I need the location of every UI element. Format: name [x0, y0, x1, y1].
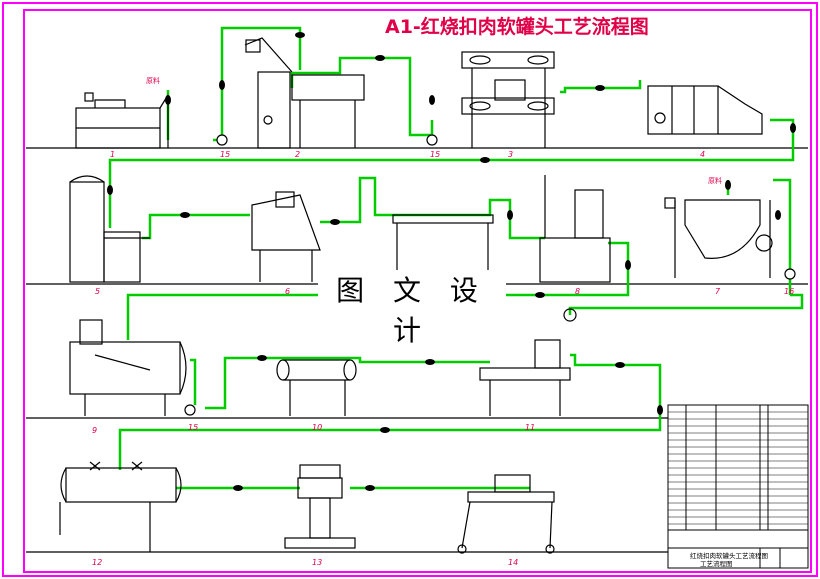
svg-text:8: 8: [575, 287, 580, 296]
equipment-8-cooker: [539, 175, 611, 283]
svg-text:16: 16: [784, 287, 794, 296]
svg-text:红烧扣肉软罐头工艺流程图: 红烧扣肉软罐头工艺流程图: [690, 551, 768, 560]
equipment-2-elevator-cutter: [244, 37, 365, 149]
equipment-13-sealer: [284, 464, 356, 549]
svg-text:15: 15: [220, 150, 230, 159]
flow-arrows: [107, 32, 796, 491]
equipment-14-labeler: [457, 474, 555, 554]
pipes: [108, 26, 804, 490]
svg-text:13: 13: [312, 558, 322, 567]
svg-text:工艺流程图: 工艺流程图: [700, 559, 733, 568]
svg-text:2: 2: [295, 150, 300, 159]
pump-15b: [426, 134, 438, 146]
page-title: A1-红烧扣肉软罐头工艺流程图: [385, 16, 649, 38]
svg-text:11: 11: [525, 423, 535, 432]
title-block-rows: [668, 411, 808, 525]
equipment-9-tumbler: [69, 319, 187, 416]
svg-text:6: 6: [285, 287, 290, 296]
svg-text:15: 15: [430, 150, 440, 159]
title-block: [667, 404, 809, 569]
pump-15a: [216, 134, 228, 146]
equipment-5-slicer: [69, 175, 150, 283]
svg-text:14: 14: [508, 558, 518, 567]
svg-text:原料: 原料: [708, 176, 722, 185]
svg-text:12: 12: [92, 558, 102, 567]
equipment-1-washer: [75, 92, 169, 149]
station-labels: 1 15 2 15 3 4 5 6 8 7 16 9 15 10 11 12 1…: [92, 150, 794, 567]
pump-16: [784, 268, 796, 280]
svg-text:15: 15: [188, 423, 198, 432]
svg-text:4: 4: [700, 150, 705, 159]
svg-text:1: 1: [110, 150, 115, 159]
svg-text:5: 5: [95, 287, 100, 296]
inner-frame: [23, 9, 812, 573]
equipment-6-fryer: [251, 191, 321, 282]
material-tags: 原料 原料: [146, 76, 722, 185]
svg-text:7: 7: [715, 287, 721, 296]
pump-15c: [184, 404, 196, 416]
svg-text:10: 10: [312, 423, 322, 432]
svg-text:原料: 原料: [146, 76, 160, 85]
equipment-4-fryer: [647, 85, 763, 135]
equipment-12-sterilizer: [59, 461, 182, 552]
watermark-text: 图 文 设 计: [318, 270, 506, 347]
equipment-3-press: [461, 51, 555, 148]
title-block-text: 红烧扣肉软罐头工艺流程图 工艺流程图: [690, 551, 768, 568]
equipment-11-filler: [479, 308, 577, 416]
equipment-7-jacketed-kettle: [664, 197, 773, 278]
svg-text:3: 3: [508, 150, 513, 159]
equipment-10-conveyor: [276, 359, 357, 416]
svg-text:9: 9: [92, 426, 97, 435]
